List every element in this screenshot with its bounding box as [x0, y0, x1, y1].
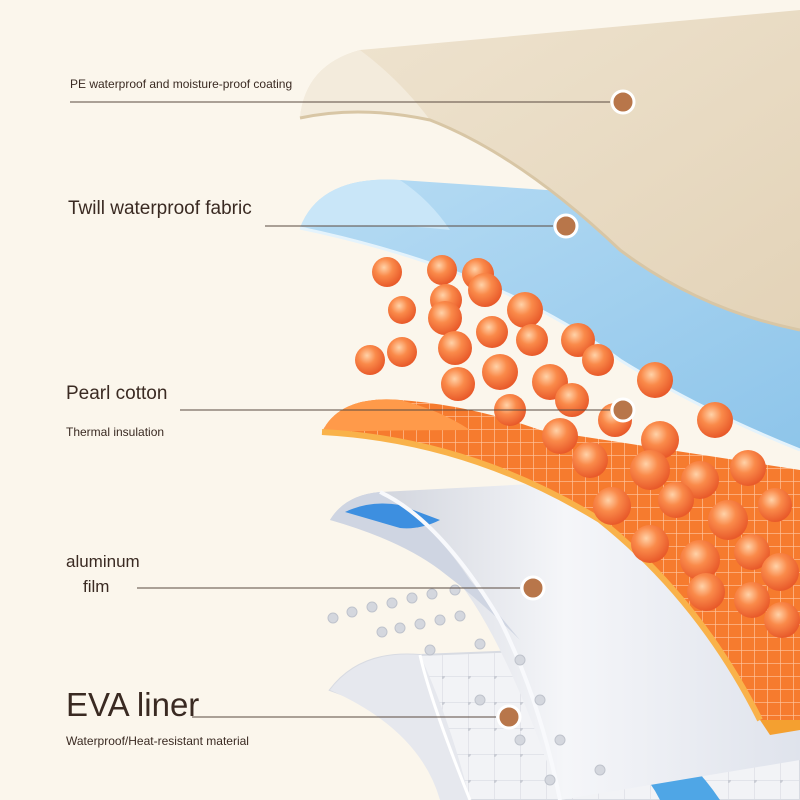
marker-dot-icon [610, 89, 636, 115]
marker-dots [496, 89, 636, 730]
marker-dot-icon [496, 704, 522, 730]
marker-dot-icon [553, 213, 579, 239]
insulation-dots [327, 584, 606, 786]
pe-coating-label: PE waterproof and moisture-proof coating [70, 77, 293, 91]
eva-liner-label: EVA liner [66, 686, 200, 723]
eva-liner-sublabel: Waterproof/Heat-resistant material [66, 734, 249, 748]
leader-lines [70, 101, 610, 718]
marker-dot-icon [610, 397, 636, 423]
pearl-cotton-sublabel: Thermal insulation [66, 425, 165, 439]
aluminum-film-label-line2: film [83, 577, 110, 596]
aluminum-film-label-line1: aluminum [66, 552, 140, 571]
pearl-cotton-label: Pearl cotton [66, 383, 168, 404]
twill-fabric-label: Twill waterproof fabric [68, 198, 252, 219]
marker-dot-icon [520, 575, 546, 601]
heat-particles [355, 255, 800, 638]
